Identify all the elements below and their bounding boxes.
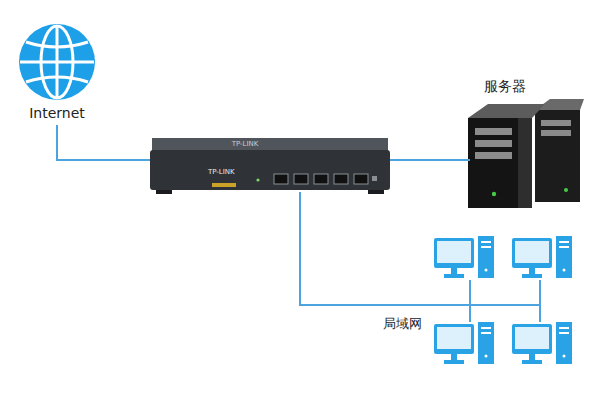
globe-equator: [20, 61, 94, 64]
node-label: 服务器: [484, 78, 544, 95]
drive-bay: [475, 152, 512, 159]
router-led: [256, 178, 259, 181]
drive-bay: [541, 130, 571, 136]
server-led: [492, 192, 496, 196]
lan-wire: [539, 280, 541, 322]
router-button: [372, 176, 377, 181]
globe-latitude: [26, 42, 88, 47]
router-foot: [368, 190, 384, 194]
node-label: Internet: [12, 105, 102, 122]
lan-node: 局域网: [430, 230, 580, 395]
network-cable: [57, 125, 150, 160]
node-label: TP-LINK: [220, 140, 270, 148]
node-label: TP-LINK: [208, 168, 248, 176]
router-tag: [212, 183, 236, 187]
server-node: 服务器: [470, 70, 580, 208]
server-tower: [468, 118, 532, 208]
router-port: [294, 174, 308, 184]
drive-bay: [541, 120, 571, 126]
router-node: TP-LINK TP-LINK: [150, 138, 390, 192]
globe-icon: [19, 24, 95, 100]
server-tower: [535, 110, 580, 202]
drive-bay: [475, 128, 512, 135]
network-cable: [300, 192, 430, 305]
globe-latitude: [26, 77, 88, 82]
drive-bay: [475, 140, 512, 147]
router-front: [150, 150, 390, 190]
server-side: [518, 118, 532, 208]
router-foot: [156, 190, 172, 194]
pc-icon: [512, 322, 572, 364]
server-led: [564, 188, 568, 192]
pc-icon: [512, 236, 572, 278]
server-top: [468, 104, 545, 118]
pc-icon: [434, 236, 494, 278]
router-port: [314, 174, 328, 184]
router-port: [354, 174, 368, 184]
pc-icon: [434, 322, 494, 364]
router-top: [152, 138, 388, 151]
router-port: [334, 174, 348, 184]
router-port: [274, 174, 288, 184]
network-cable: [390, 159, 470, 161]
globe-node: Internet: [12, 22, 102, 125]
lan-wire: [430, 304, 540, 306]
lan-wire: [469, 280, 471, 322]
node-label: 局域网: [362, 316, 422, 332]
